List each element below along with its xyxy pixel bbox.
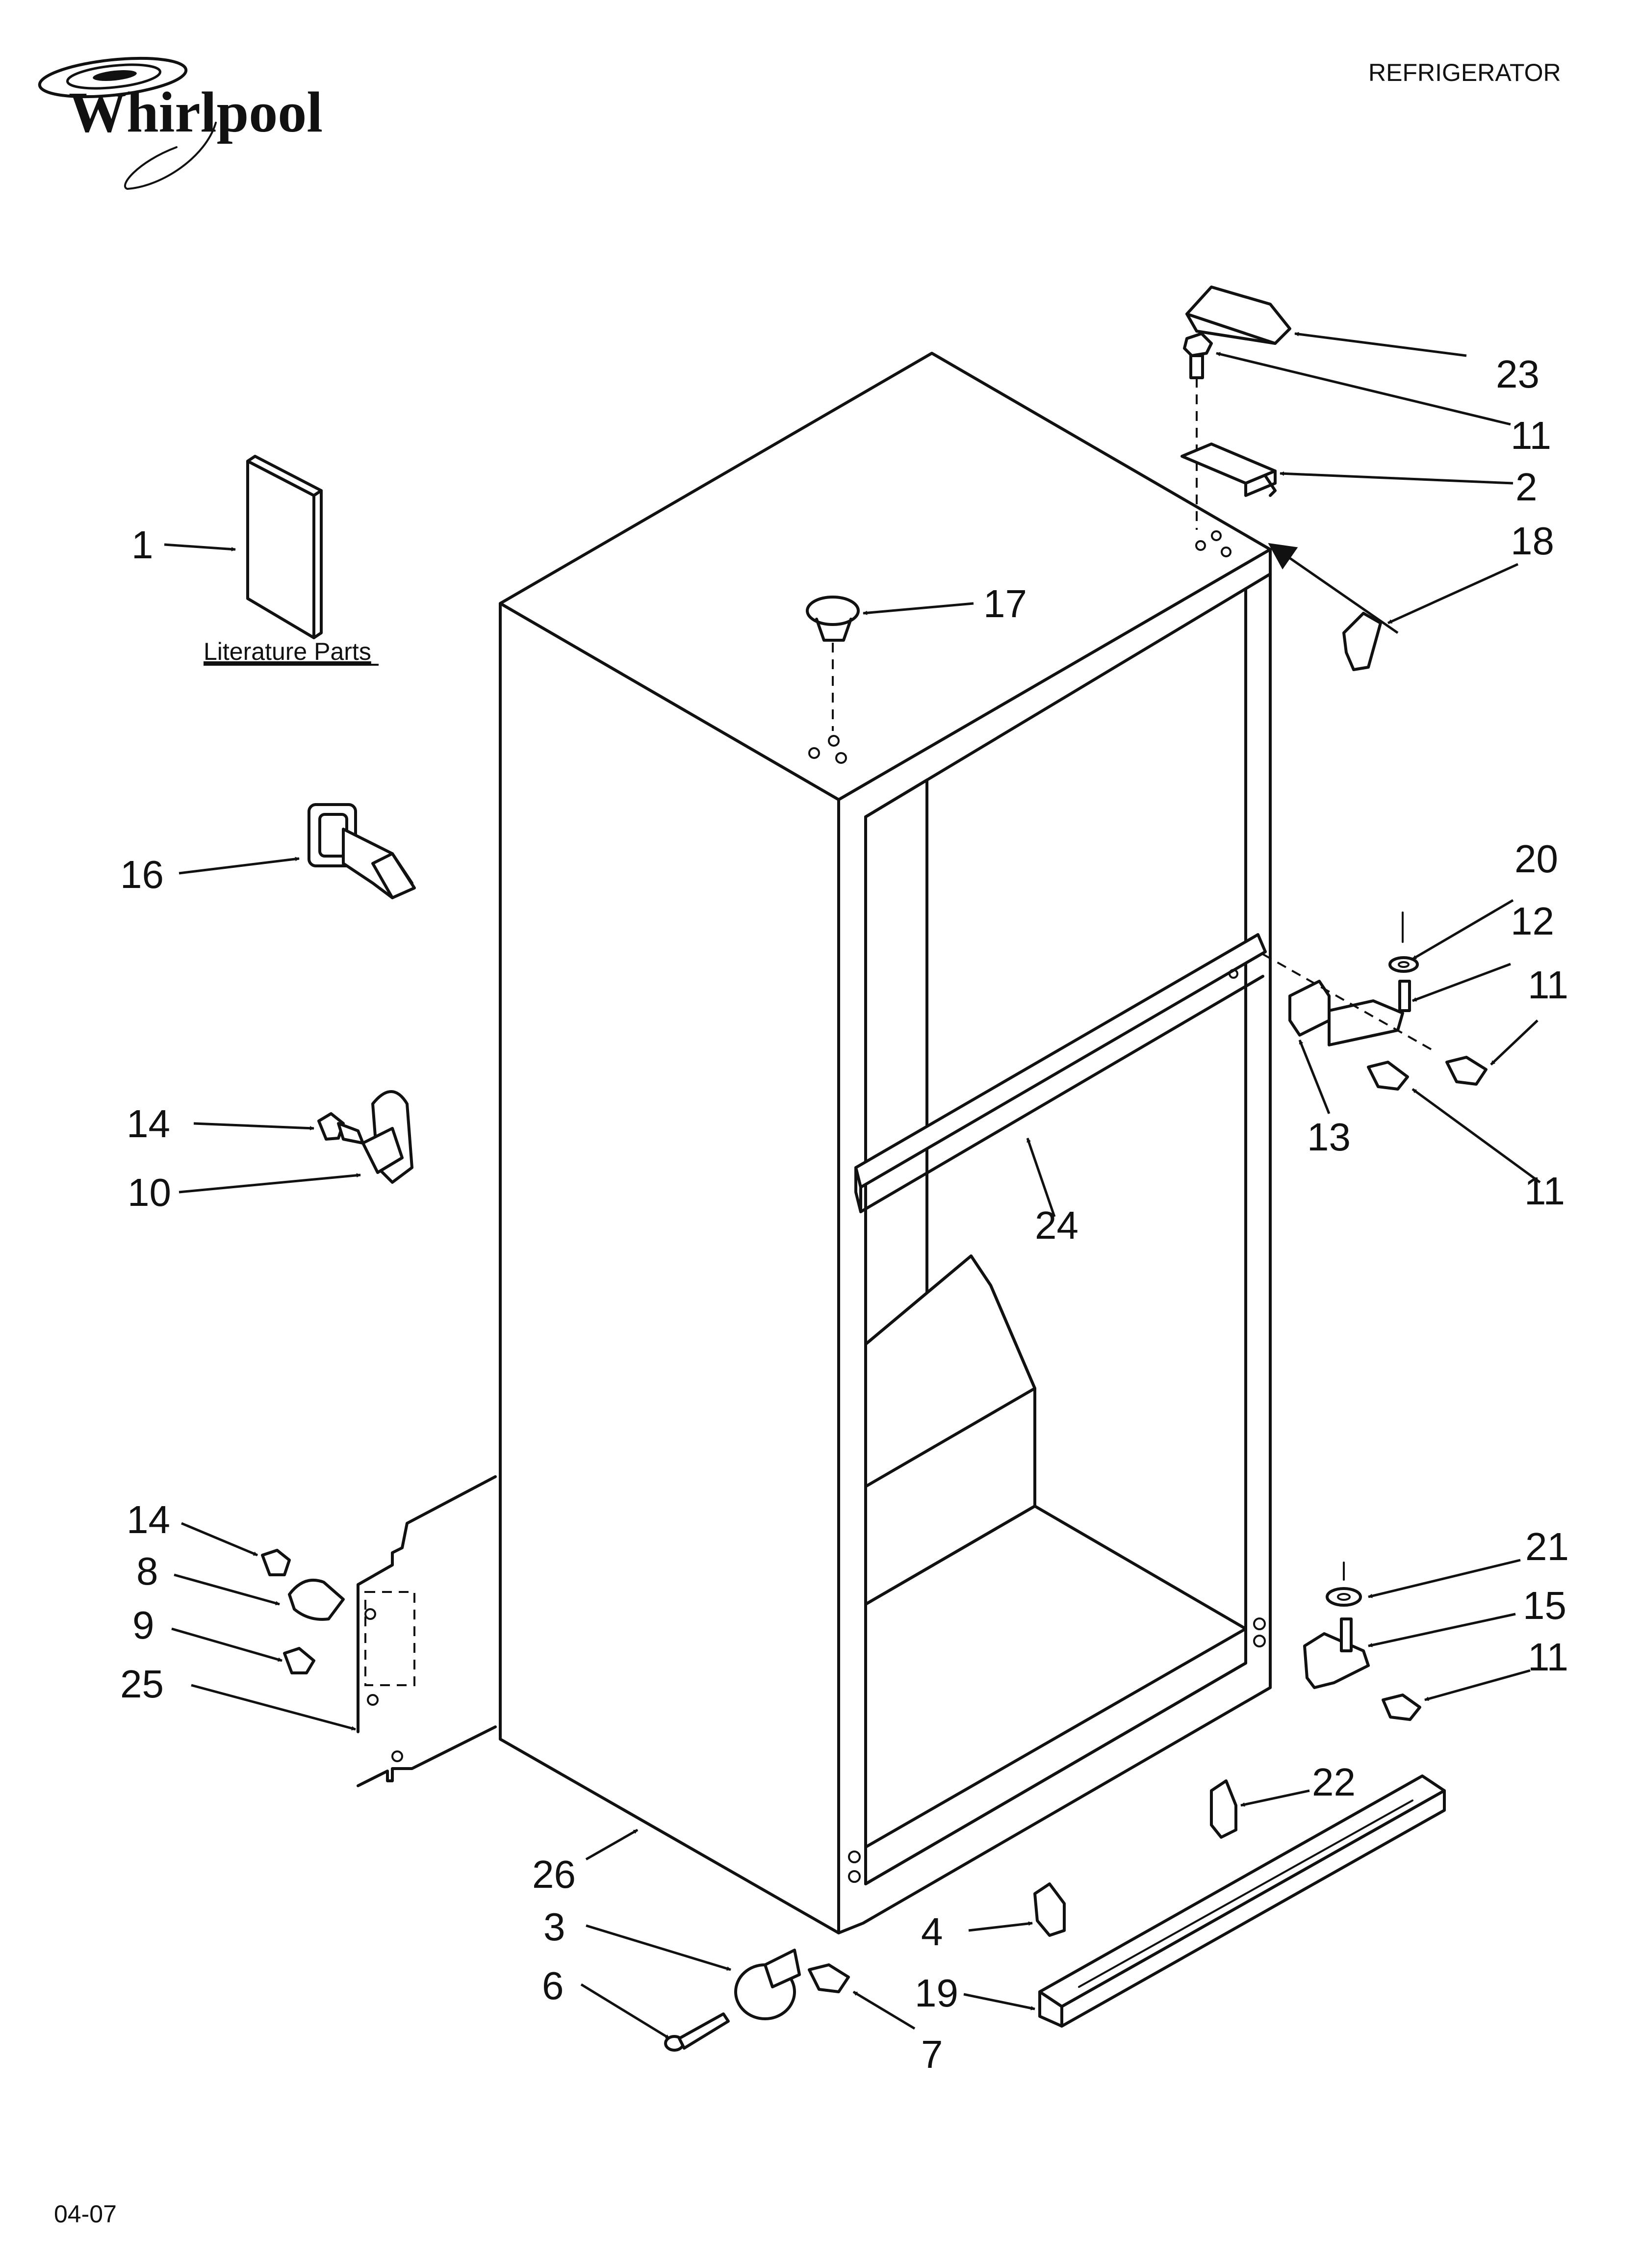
callout-2: 2 bbox=[1515, 465, 1538, 509]
screw-part-11-mid-a bbox=[1445, 1056, 1488, 1086]
whirlpool-logo: Whirlpool bbox=[38, 56, 323, 190]
roller-part-3 bbox=[734, 1949, 801, 2020]
washer-part-20 bbox=[1388, 912, 1419, 973]
top-hinge-part-2 bbox=[1180, 443, 1277, 497]
callout-6: 6 bbox=[542, 1964, 564, 2007]
stud-part-16 bbox=[308, 803, 416, 899]
callout-26: 26 bbox=[532, 1852, 576, 1896]
refrigerator-cabinet bbox=[499, 352, 1272, 1934]
callout-22: 22 bbox=[1312, 1760, 1356, 1804]
screw-part-9 bbox=[283, 1647, 315, 1674]
leader-lines bbox=[164, 332, 1541, 2040]
bottom-hinge-part-15 bbox=[1303, 1617, 1370, 1689]
clip-part-22 bbox=[1210, 1779, 1237, 1839]
callout-labels: 1 2 3 4 6 7 8 9 10 11 11 11 11 12 13 14 … bbox=[120, 352, 1569, 2076]
callout-25: 25 bbox=[120, 1662, 164, 1706]
screw-part-11-bottom bbox=[1382, 1694, 1421, 1721]
callout-4: 4 bbox=[921, 1910, 943, 1954]
callout-15: 15 bbox=[1523, 1584, 1566, 1627]
hinge-cover-part-23 bbox=[1185, 286, 1291, 345]
cover-part-18 bbox=[1342, 612, 1382, 671]
callout-13: 13 bbox=[1307, 1115, 1351, 1159]
center-rail-part-24 bbox=[854, 933, 1267, 1213]
callout-3: 3 bbox=[543, 1905, 565, 1949]
callout-1: 1 bbox=[131, 523, 154, 567]
brand-logo-text: Whirlpool bbox=[69, 80, 323, 144]
callout-8: 8 bbox=[136, 1549, 158, 1593]
grille-part-19 bbox=[1038, 1774, 1446, 2028]
clamp-part-8 bbox=[288, 1578, 345, 1621]
screw-part-11-mid-b bbox=[1367, 1061, 1409, 1091]
callout-14-lower: 14 bbox=[127, 1498, 170, 1541]
callout-12: 12 bbox=[1511, 899, 1554, 943]
callout-11-top: 11 bbox=[1511, 414, 1551, 457]
callout-23: 23 bbox=[1496, 352, 1539, 396]
screw-part-14-upper bbox=[317, 1112, 364, 1145]
bracket-part-25 bbox=[357, 1475, 497, 1787]
screw-part-7 bbox=[808, 1963, 850, 1993]
washer-part-21 bbox=[1326, 1562, 1362, 1607]
pin-part-6 bbox=[664, 2012, 730, 2052]
callout-24: 24 bbox=[1035, 1203, 1078, 1247]
callout-20: 20 bbox=[1514, 837, 1558, 881]
callout-10: 10 bbox=[128, 1171, 171, 1214]
center-hinge-part-13 bbox=[1288, 980, 1404, 1046]
pin-part-12 bbox=[1398, 980, 1411, 1012]
callout-11-mid-lower: 11 bbox=[1524, 1169, 1565, 1213]
callout-19: 19 bbox=[915, 1971, 958, 2015]
callout-11-mid-upper: 11 bbox=[1528, 963, 1568, 1007]
literature-parts-label: Literature Parts bbox=[204, 638, 371, 665]
callout-11-bottom: 11 bbox=[1528, 1635, 1568, 1679]
plug-part-17 bbox=[806, 596, 860, 731]
callout-18: 18 bbox=[1511, 519, 1554, 563]
screw-part-14-lower bbox=[261, 1549, 291, 1576]
literature-booklet-part-1 bbox=[246, 455, 323, 639]
callout-17: 17 bbox=[983, 582, 1027, 626]
callout-16: 16 bbox=[120, 853, 164, 896]
callout-7: 7 bbox=[921, 2033, 943, 2076]
appliance-category: REFRIGERATOR bbox=[1368, 59, 1561, 86]
callout-9: 9 bbox=[132, 1603, 154, 1647]
bracket-part-10 bbox=[361, 1090, 413, 1184]
callout-14-upper: 14 bbox=[127, 1102, 170, 1146]
callout-21: 21 bbox=[1525, 1525, 1569, 1568]
clip-part-4 bbox=[1033, 1882, 1066, 1937]
date-code: 04-07 bbox=[54, 2200, 117, 2228]
